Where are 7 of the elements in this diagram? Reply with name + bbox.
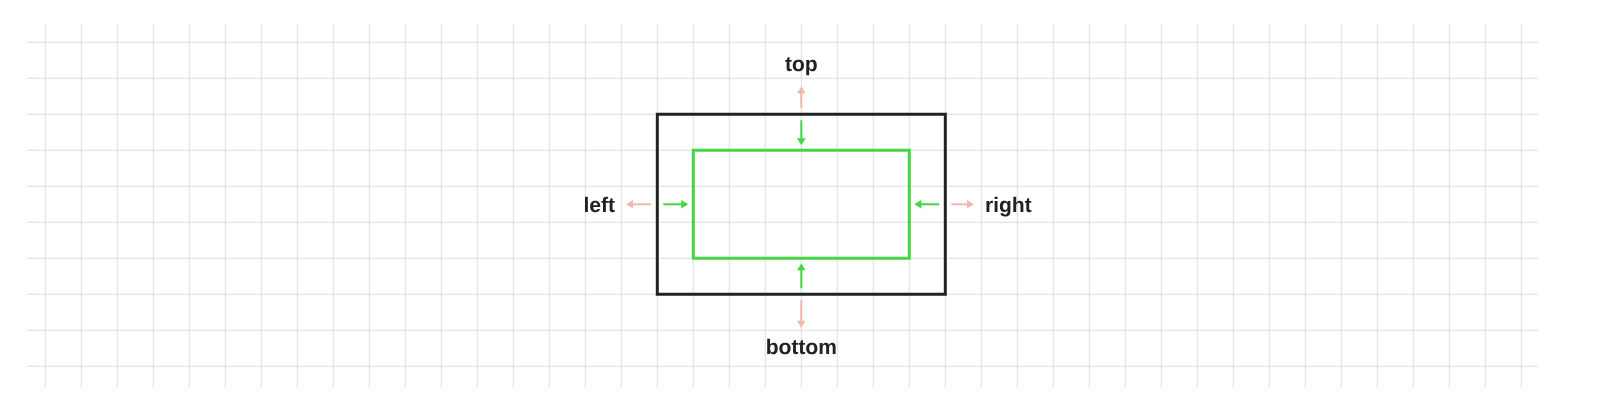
inner-rectangle xyxy=(691,148,911,260)
side-label: bottom xyxy=(767,338,836,355)
side-label: left xyxy=(584,196,615,213)
side-label: top xyxy=(785,57,817,76)
arrow xyxy=(626,200,653,209)
side-label: right xyxy=(986,196,1032,217)
outer-rectangle xyxy=(655,112,947,296)
